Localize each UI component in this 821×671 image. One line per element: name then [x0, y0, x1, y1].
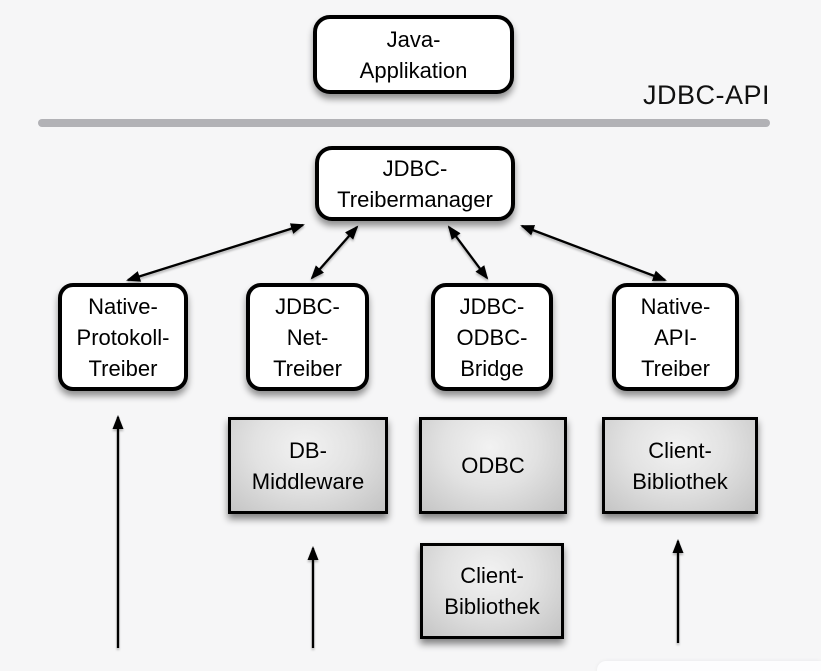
node-native-protokoll-treiber: Native- Protokoll- Treiber: [58, 283, 188, 391]
arrow-manager-native-protokoll: [126, 223, 305, 282]
arrow-manager-jdbc-odbc: [447, 225, 489, 280]
node-jdbc-net-treiber: JDBC- Net- Treiber: [246, 283, 369, 391]
arrow-manager-jdbc-net: [310, 225, 359, 280]
node-client-bibliothek-native: Client- Bibliothek: [602, 417, 758, 514]
node-jdbc-odbc-bridge: JDBC- ODBC- Bridge: [431, 283, 553, 391]
node-native-api-treiber: Native- API- Treiber: [612, 283, 739, 391]
jdbc-api-label: JDBC-API: [642, 80, 770, 110]
node-db-middleware: DB- Middleware: [228, 417, 388, 514]
node-odbc: ODBC: [419, 417, 567, 514]
arrow-manager-native-api: [520, 224, 667, 282]
jdbc-api-separator-line: [38, 119, 770, 127]
partial-box-bottom-right: [597, 661, 821, 671]
node-jdbc-treibermanager: JDBC- Treibermanager: [315, 146, 515, 221]
node-client-bibliothek-odbc: Client- Bibliothek: [420, 543, 564, 639]
node-java-applikation: Java- Applikation: [313, 15, 514, 94]
